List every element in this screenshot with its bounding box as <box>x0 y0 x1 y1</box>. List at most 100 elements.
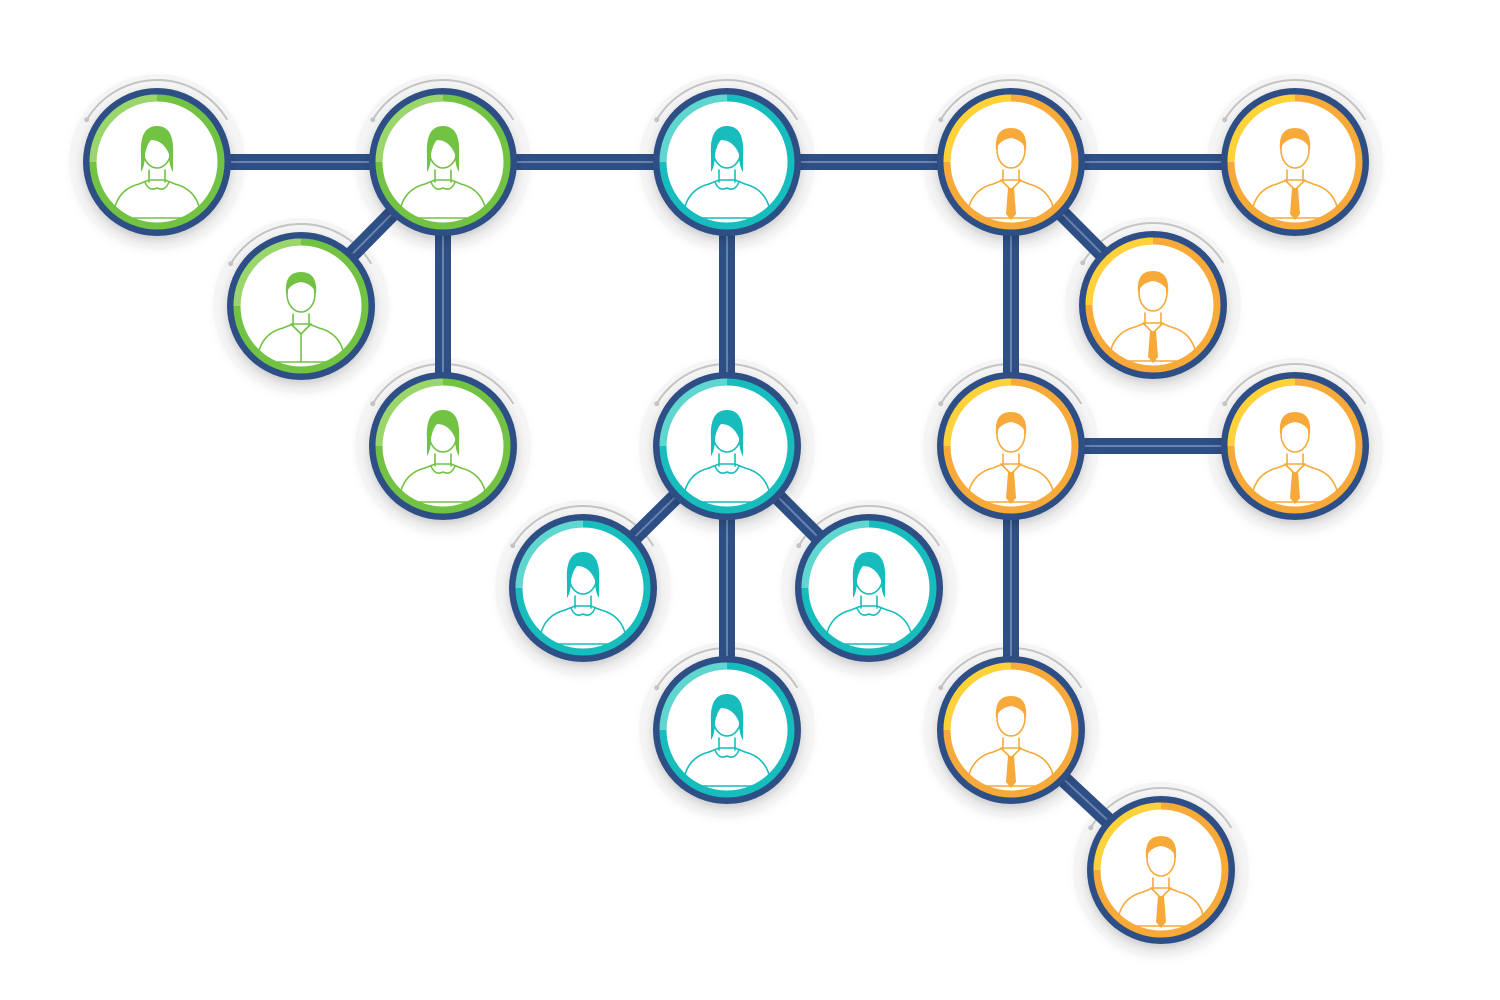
person-node-g2 <box>369 88 517 236</box>
node-color-ring-highlight <box>1085 237 1154 306</box>
node-inner-circle <box>1093 245 1213 365</box>
tie-shape <box>1006 188 1016 220</box>
node-color-ring-highlight <box>1227 378 1296 447</box>
collar-outline <box>714 465 740 474</box>
person-node-o2 <box>1221 88 1369 236</box>
person-node-g4 <box>369 372 517 520</box>
arc-dot <box>370 117 376 123</box>
woman-icon <box>398 126 488 219</box>
arc-dot <box>938 117 944 123</box>
arc-dot <box>370 401 376 407</box>
decorative-arc <box>1223 79 1366 121</box>
node-inner-circle <box>1235 102 1355 222</box>
hair-shape <box>852 552 886 598</box>
tie-shape <box>1290 188 1300 220</box>
node-inner-circle <box>667 102 787 222</box>
node-color-ring-highlight <box>801 520 870 589</box>
node-inner-circle <box>951 386 1071 506</box>
collar-outline <box>570 607 596 616</box>
neck-outline <box>1002 453 1020 467</box>
arc-dot <box>654 117 660 123</box>
node-color-ring-highlight <box>943 94 1012 163</box>
hair-shape <box>710 410 744 456</box>
neck-outline <box>1286 169 1304 183</box>
node-inner-circle <box>1235 386 1355 506</box>
decorative-arc <box>939 79 1082 121</box>
tie-shape <box>1148 331 1158 363</box>
person-node-g3 <box>227 232 375 380</box>
businessman-icon <box>1250 128 1340 220</box>
node-inner-circle <box>951 670 1071 790</box>
arc-dot <box>228 261 234 267</box>
decorative-arc <box>1223 363 1366 405</box>
node-inner-circle <box>383 102 503 222</box>
neck-outline <box>1286 453 1304 467</box>
node-inner-circle <box>809 528 929 648</box>
node-color-ring-highlight <box>89 94 158 163</box>
woman-icon <box>538 552 628 645</box>
node-inner-circle <box>97 102 217 222</box>
businessman-icon <box>966 412 1056 504</box>
tie-shape <box>1156 896 1166 928</box>
decorative-arc <box>371 79 514 121</box>
person-node-o5 <box>1221 372 1369 520</box>
businessman-icon <box>966 696 1056 788</box>
collar-outline <box>430 181 456 190</box>
neck-outline <box>718 453 736 467</box>
arc-dot <box>938 401 944 407</box>
neck-outline <box>860 595 878 609</box>
arc-dot <box>654 685 660 691</box>
person-node-o7 <box>1087 796 1235 944</box>
man-icon <box>256 272 346 363</box>
arc-dot <box>1222 117 1228 123</box>
hair-shape <box>710 694 744 740</box>
node-inner-circle <box>667 386 787 506</box>
node-inner-circle <box>1101 810 1221 930</box>
businessman-icon <box>1250 412 1340 504</box>
arc-dot <box>1080 260 1086 266</box>
collar-outline <box>430 465 456 474</box>
woman-icon <box>398 410 488 503</box>
hair-shape <box>1145 836 1177 858</box>
hair-shape <box>995 412 1027 434</box>
node-color-ring-highlight <box>659 662 728 731</box>
arc-dot <box>1222 401 1228 407</box>
hair-shape <box>566 552 600 598</box>
hair-shape <box>1279 412 1311 434</box>
neck-outline <box>292 313 310 327</box>
neck-outline <box>1002 737 1020 751</box>
arc-dot <box>796 543 802 549</box>
node-color-ring-highlight <box>375 378 444 447</box>
person-node-t4 <box>795 514 943 662</box>
collar-outline <box>714 749 740 758</box>
arc-dot <box>1088 825 1094 831</box>
neck-outline <box>718 737 736 751</box>
node-inner-circle <box>667 670 787 790</box>
woman-icon <box>112 126 202 219</box>
neck-outline <box>1152 877 1170 891</box>
neck-outline <box>718 169 736 183</box>
neck-outline <box>148 169 166 183</box>
node-inner-circle <box>523 528 643 648</box>
woman-icon <box>682 694 772 787</box>
businessman-icon <box>1108 271 1198 363</box>
collar-outline <box>856 607 882 616</box>
arc-dot <box>938 685 944 691</box>
neck-outline <box>574 595 592 609</box>
node-color-ring-highlight <box>233 238 302 307</box>
woman-icon <box>682 126 772 219</box>
woman-icon <box>824 552 914 645</box>
person-node-t1 <box>653 88 801 236</box>
node-inner-circle <box>241 246 361 366</box>
hair-shape <box>1279 128 1311 150</box>
node-color-ring-highlight <box>659 94 728 163</box>
collar-outline <box>714 181 740 190</box>
person-node-o1 <box>937 88 1085 236</box>
node-inner-circle <box>383 386 503 506</box>
hair-shape <box>1137 271 1169 293</box>
node-layer <box>83 88 1369 944</box>
collar-outline <box>144 181 170 190</box>
tie-shape <box>1006 472 1016 504</box>
woman-icon <box>682 410 772 503</box>
